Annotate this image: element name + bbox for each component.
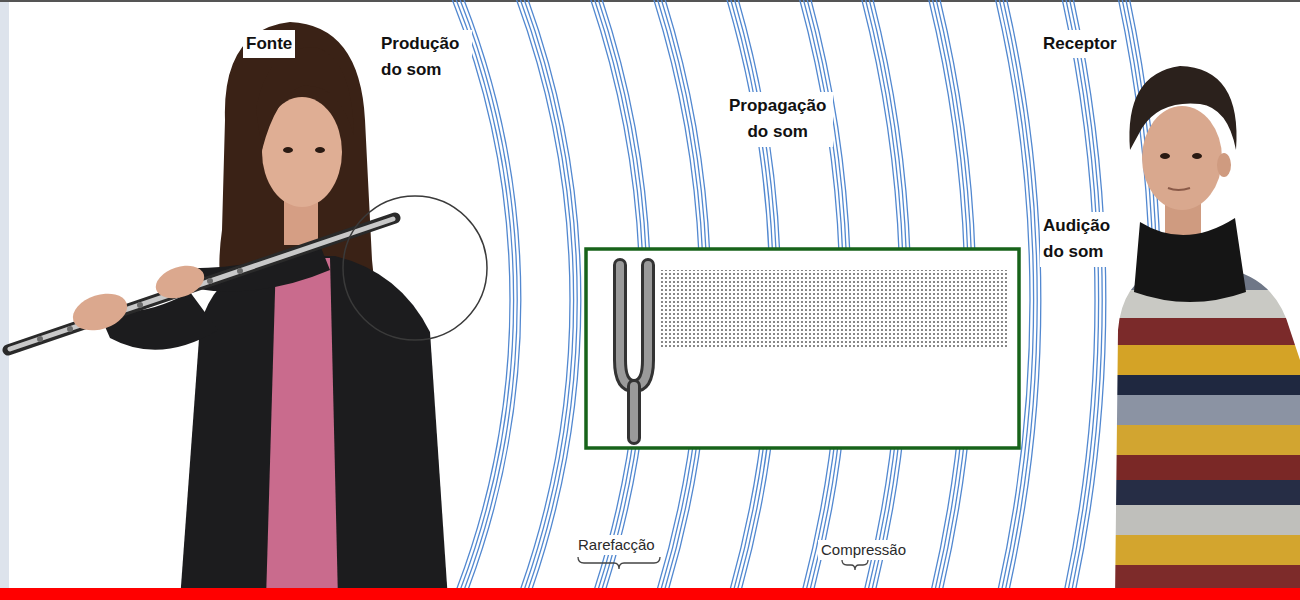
fringe — [256, 48, 354, 150]
hair — [1129, 66, 1236, 150]
hand — [68, 287, 132, 337]
jacket — [180, 256, 448, 600]
tuning-fork — [620, 265, 648, 386]
mouth — [1168, 188, 1190, 190]
part-label: Fonte — [243, 30, 295, 58]
wave-label: Compressão — [818, 540, 909, 560]
eye — [283, 147, 293, 153]
flute — [10, 219, 393, 349]
flute-player — [8, 22, 487, 600]
brace — [842, 560, 868, 570]
tuning-fork — [620, 265, 648, 386]
eye — [1192, 153, 1202, 159]
listener — [1110, 66, 1300, 600]
flute-keys — [37, 268, 243, 342]
wave-front — [448, 0, 510, 588]
eye — [315, 147, 325, 153]
wave-fronts — [448, 0, 1160, 588]
hand — [152, 260, 209, 304]
wave-front — [456, 0, 517, 588]
left-strip — [0, 0, 9, 600]
scarf — [1134, 218, 1246, 302]
part-label: Receptor — [1040, 30, 1120, 58]
flute — [8, 218, 395, 350]
brace — [578, 557, 660, 569]
tuning-fork-handle — [627, 386, 641, 438]
part-label: Produção do som — [378, 30, 472, 85]
shirt — [266, 258, 338, 600]
top-rule — [0, 0, 1300, 2]
part-label: Propagação do som — [722, 92, 833, 147]
wave-front — [1071, 0, 1106, 588]
ear — [1217, 153, 1231, 177]
wave-front — [1064, 0, 1099, 588]
wave-front — [521, 0, 578, 588]
wave-label: Rarefacção — [575, 535, 658, 555]
eye — [1160, 153, 1170, 159]
panel-frame — [586, 249, 1019, 448]
tuning-fork-panel — [586, 249, 1019, 448]
wave-front — [1068, 0, 1103, 588]
wave-front — [524, 0, 580, 588]
wave-front — [460, 0, 521, 588]
tuning-fork-handle — [630, 386, 638, 438]
highlight-circle — [343, 196, 487, 340]
wave-front — [513, 0, 570, 588]
striped-sweater — [1110, 260, 1300, 600]
part-label: Audição do som — [1040, 212, 1134, 267]
face — [1142, 106, 1222, 210]
air-particles — [660, 270, 1008, 348]
wave-front — [517, 0, 574, 588]
bottom-bar — [0, 588, 1300, 600]
